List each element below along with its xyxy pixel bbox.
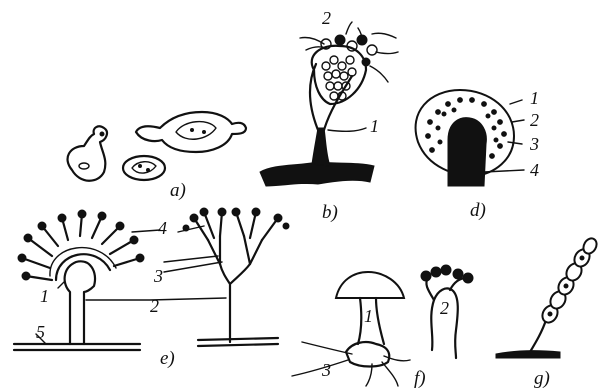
- panel-g-label: g): [534, 368, 550, 388]
- penicillus-brush: [194, 212, 278, 342]
- leader-b-1: [328, 128, 366, 131]
- callout-d-1: 1: [530, 88, 539, 108]
- mycelium-roots: [292, 342, 410, 386]
- callout-d-3: 3: [529, 134, 539, 154]
- callout-d-4: 4: [530, 160, 539, 180]
- callout-f-2: 2: [440, 298, 449, 318]
- panel-a-yeast-cells: a): [68, 112, 246, 201]
- callout-e-3: 3: [153, 266, 163, 286]
- panel-b-label: b): [322, 202, 338, 223]
- substrate-g: [496, 351, 560, 358]
- oval-yeast-cell: [123, 156, 165, 180]
- substrate-hypha-e: [14, 338, 278, 350]
- callout-e-2: 2: [150, 296, 159, 316]
- callout-b-2: 2: [322, 8, 331, 28]
- callout-b-1: 1: [370, 116, 379, 136]
- panel-b-sporangium: 2 1 b): [260, 8, 398, 223]
- panel-e-label: e): [160, 348, 175, 369]
- callout-e-1: 1: [40, 286, 49, 306]
- panel-e-conidiophores: 4 3 2 1 5 e): [14, 208, 289, 369]
- callout-f-1: 1: [364, 306, 373, 326]
- panel-g-spore-chain: g): [496, 236, 599, 388]
- panel-f-fruiting-bodies: 1 2 3 f): [292, 265, 473, 388]
- spore-chain-cells: [539, 236, 599, 325]
- callout-e-5: 5: [36, 322, 45, 342]
- panel-d-cross-section: 1 2 3 4 d): [416, 88, 539, 221]
- callout-f-3: 3: [321, 360, 331, 380]
- panel-a-label: a): [170, 180, 186, 201]
- panel-d-label: d): [470, 200, 486, 221]
- callout-e-4: 4: [158, 218, 167, 238]
- substrate-base: [260, 162, 374, 186]
- elongated-budding-yeast-cell: [136, 112, 246, 152]
- panel-f-label: f): [414, 368, 426, 388]
- sporangiophore-foot: [312, 128, 330, 166]
- columella: [448, 118, 486, 186]
- budding-yeast-cell: [68, 126, 107, 180]
- callout-d-2: 2: [530, 110, 539, 130]
- vesicle-head: [50, 248, 116, 344]
